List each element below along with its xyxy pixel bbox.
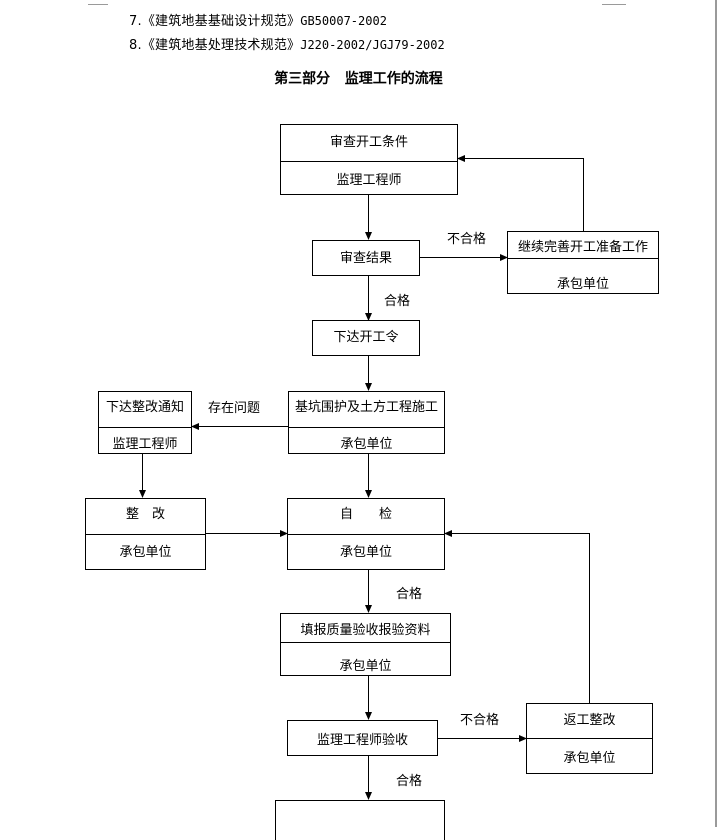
reference-title: 《建筑地基处理技术规范》 [141, 38, 301, 53]
reference-item: 7.《建筑地基基础设计规范》GB50007-2002 [129, 10, 387, 29]
reference-code: J220-2002/JGJ79-2002 [300, 38, 445, 52]
box-title: 继续完善开工准备工作 [517, 239, 648, 255]
reference-number: 8. [129, 38, 142, 53]
reference-number: 7. [129, 14, 142, 29]
page-corner-mark [602, 0, 626, 5]
box-divider [508, 258, 658, 259]
box-divider [86, 534, 205, 535]
rework-box: 返工整改 承包单位 [526, 703, 653, 774]
box-title: 自 检 [339, 506, 392, 522]
arrow-rework-back-to-selfcheck [444, 530, 590, 703]
box-title: 填报质量验收报验资料 [300, 622, 431, 638]
pit-construction-box: 基坑围护及土方工程施工 承包单位 [288, 391, 445, 454]
edge-label-pass: 合格 [396, 774, 423, 789]
box-divider [289, 427, 444, 428]
next-step-box-cutoff [275, 800, 445, 840]
box-title: 基坑围护及土方工程施工 [294, 399, 438, 415]
page-corner-mark [88, 0, 108, 5]
engineer-acceptance-box: 监理工程师验收 [287, 720, 438, 756]
box-owner: 承包单位 [339, 658, 392, 674]
edge-label-fail: 不合格 [460, 713, 500, 728]
edge-label-problem: 存在问题 [208, 401, 261, 416]
section-heading: 第三部分 监理工作的流程 [274, 71, 443, 87]
box-owner: 承包单位 [556, 276, 609, 292]
box-owner: 监理工程师 [336, 172, 402, 188]
rectify-notice-box: 下达整改通知 监理工程师 [98, 391, 192, 454]
review-result-box: 审查结果 [312, 240, 420, 276]
edge-label-pass: 合格 [384, 294, 411, 309]
box-owner: 承包单位 [119, 544, 172, 560]
box-title: 下达整改通知 [105, 399, 184, 415]
check-conditions-box: 审查开工条件 监理工程师 [280, 124, 458, 195]
arrow-continue-back-to-check [457, 155, 584, 231]
box-divider [281, 161, 457, 162]
box-owner: 监理工程师 [112, 436, 178, 452]
box-owner: 承包单位 [340, 436, 393, 452]
box-owner: 承包单位 [339, 544, 392, 560]
box-owner: 承包单位 [563, 750, 616, 766]
box-title: 审查开工条件 [329, 135, 408, 150]
box-divider [281, 642, 450, 643]
reference-title: 《建筑地基基础设计规范》 [141, 14, 301, 29]
reference-item: 8.《建筑地基处理技术规范》J220-2002/JGJ79-2002 [129, 34, 445, 53]
reference-code: GB50007-2002 [300, 14, 387, 28]
edge-label-fail: 不合格 [447, 232, 487, 247]
box-title: 返工整改 [563, 712, 616, 728]
start-order-box: 下达开工令 [312, 320, 420, 356]
box-divider [288, 534, 444, 535]
rectify-box: 整 改 承包单位 [85, 498, 206, 570]
page-edge [715, 0, 717, 827]
box-divider [527, 738, 652, 739]
continue-prep-box: 继续完善开工准备工作 承包单位 [507, 231, 659, 294]
edge-label-pass: 合格 [396, 587, 423, 602]
box-title: 整 改 [125, 506, 165, 522]
box-divider [99, 427, 191, 428]
quality-report-box: 填报质量验收报验资料 承包单位 [280, 613, 451, 676]
self-check-box: 自 检 承包单位 [287, 498, 445, 570]
